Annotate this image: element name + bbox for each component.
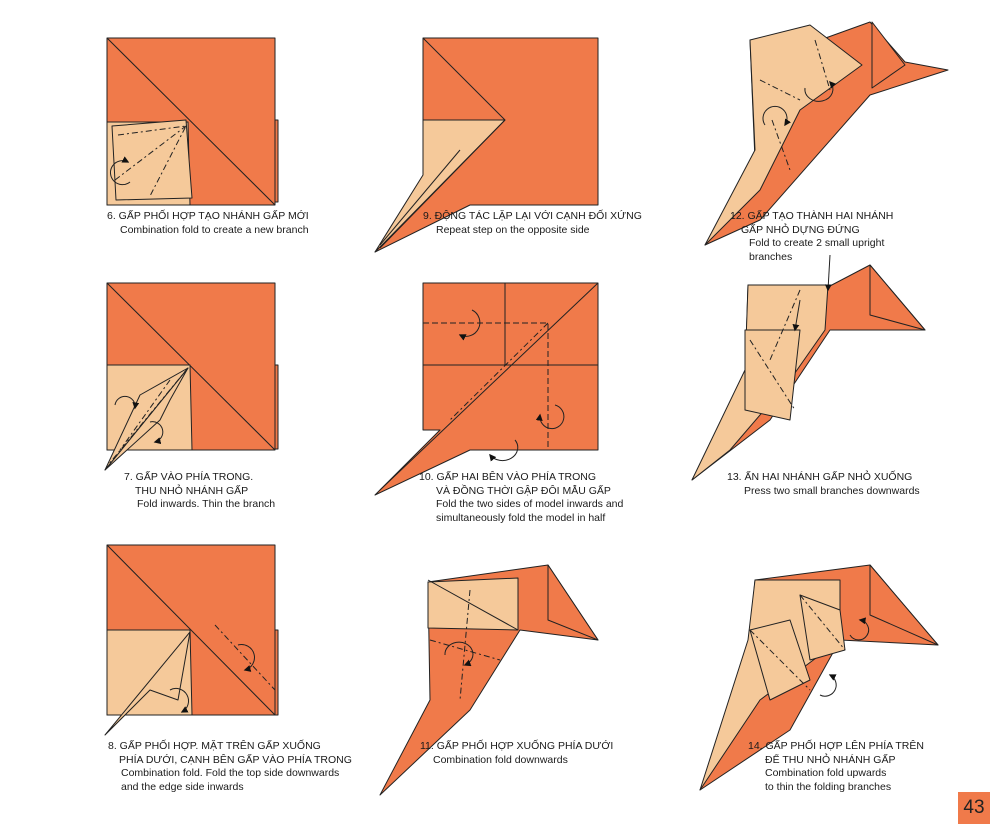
step-9-caption: 9. ĐỘNG TÁC LẶP LẠI VỚI CẠNH ĐỐI XỨNG Re… [423,210,642,237]
step-14-diagram [699,564,939,791]
step-6-caption: 6. GẤP PHỐI HỢP TẠO NHÁNH GẤP MỚI Combin… [107,210,309,237]
caption-en: Fold the two sides of model inwards and [436,498,624,510]
step-7-caption: 7. GẤP VÀO PHÍA TRONG. THU NHỎ NHÁNH GẤP… [124,471,275,512]
caption-vi: THU NHỎ NHÁNH GẤP [135,484,249,497]
step-11-diagram [379,564,599,796]
caption-en: Fold inwards. Thin the branch [137,498,276,510]
step-12-caption: 12. GẤP TẠO THÀNH HAI NHÁNH GẤP NHỎ DỰNG… [730,210,893,264]
caption-en: Combination fold. Fold the top side down… [121,767,340,779]
caption-en: Press two small branches downwards [744,484,920,497]
caption-vi: 9. ĐỘNG TÁC LẶP LẠI VỚI CẠNH ĐỐI XỨNG [423,210,642,222]
caption-en: Combination fold downwards [433,753,568,766]
step-6-diagram [106,37,279,206]
caption-vi: 8. GẤP PHỐI HỢP. MẶT TRÊN GẤP XUỐNG [108,740,321,752]
caption-vi: ĐỂ THU NHỎ NHÁNH GẤP [765,753,896,766]
step-8-caption: 8. GẤP PHỐI HỢP. MẶT TRÊN GẤP XUỐNG PHÍA… [108,740,352,794]
caption-vi: 11. GẤP PHỐI HỢP XUỐNG PHÍA DƯỚI [420,740,614,752]
step-13-diagram [691,254,926,481]
caption-vi: 12. GẤP TẠO THÀNH HAI NHÁNH [730,210,894,222]
step-9-diagram [374,37,599,253]
caption-en: Combination fold to create a new branch [120,223,309,236]
caption-en: branches [749,250,793,263]
step-14-caption: 14. GẤP PHỐI HỢP LÊN PHÍA TRÊN ĐỂ THU NH… [748,740,924,794]
caption-en: simultaneously fold the model in half [436,511,606,524]
caption-vi: 13. ẤN HAI NHÁNH GẤP NHỎ XUỐNG [727,471,913,483]
caption-vi: VÀ ĐỒNG THỜI GẬP ĐÔI MẪU GẤP [436,484,611,497]
step-12-diagram [704,21,949,246]
caption-vi: 14. GẤP PHỐI HỢP LÊN PHÍA TRÊN [748,740,924,752]
caption-vi: GẤP NHỎ DỰNG ĐỨNG [741,223,860,236]
caption-vi: 10. GẤP HAI BÊN VÀO PHÍA TRONG [419,471,597,483]
caption-vi: 7. GẤP VÀO PHÍA TRONG. [124,471,254,483]
step-10-diagram [374,282,599,496]
caption-vi: PHÍA DƯỚI, CẠNH BÊN GẤP VÀO PHÍA TRONG [119,753,352,766]
page-number: 43 [958,792,990,824]
caption-en: Fold to create 2 small upright [749,237,885,249]
step-10-caption: 10. GẤP HAI BÊN VÀO PHÍA TRONG VÀ ĐỒNG T… [419,471,623,525]
step-13-caption: 13. ẤN HAI NHÁNH GẤP NHỎ XUỐNG Press two… [727,471,920,498]
caption-en: Repeat step on the opposite side [436,223,590,236]
step-7-diagram [104,282,279,471]
caption-vi: 6. GẤP PHỐI HỢP TẠO NHÁNH GẤP MỚI [107,210,309,222]
step-8-diagram [104,544,279,736]
step-11-caption: 11. GẤP PHỐI HỢP XUỐNG PHÍA DƯỚI Combina… [420,740,613,767]
caption-en: to thin the folding branches [765,780,892,793]
caption-en: Combination fold upwards [765,767,887,779]
caption-en: and the edge side inwards [121,780,244,793]
